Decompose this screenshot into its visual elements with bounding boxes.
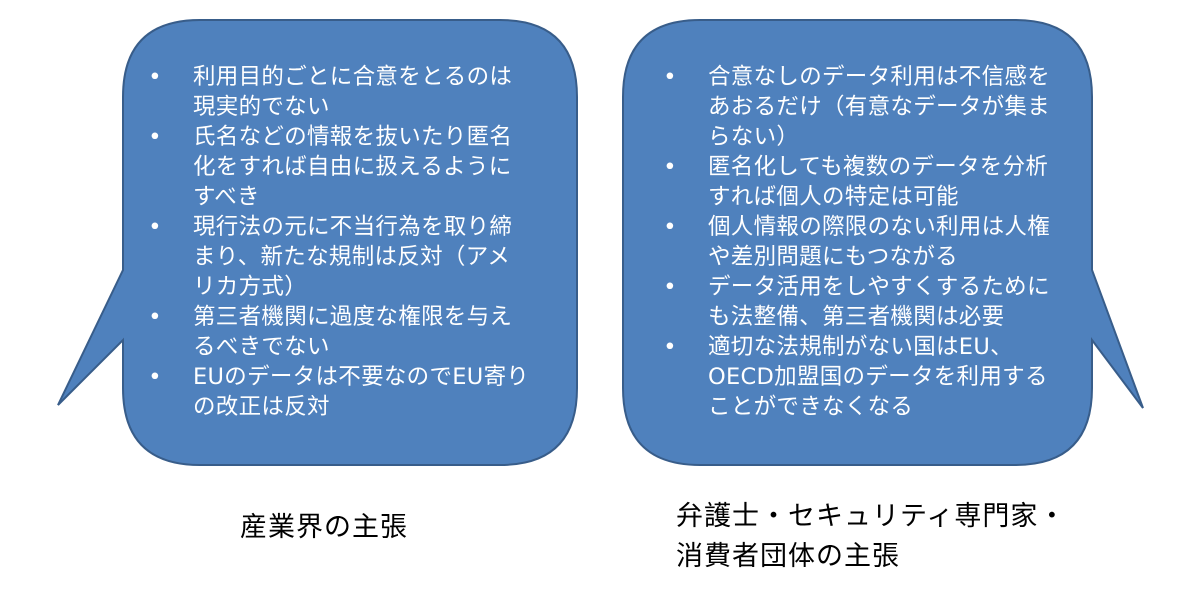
list-item: データ活用をしやすくするためにも法整備、第三者機関は必要 [660,272,1050,332]
industry-claims-list: 利用目的ごとに合意をとるのは現実的でない 氏名などの情報を抜いたり匿名化をすれば… [145,62,530,422]
advocates-caption: 弁護士・セキュリティ専門家・ 消費者団体の主張 [676,497,1066,577]
list-item: 現行法の元に不当行為を取り締まり、新たな規制は反対（アメリカ方式） [145,212,530,302]
advocates-caption-line-2: 消費者団体の主張 [676,541,900,572]
list-item: 氏名などの情報を抜いたり匿名化をすれば自由に扱えるようにすべき [145,122,530,212]
industry-caption: 産業界の主張 [240,512,408,543]
advocates-caption-line-1: 弁護士・セキュリティ専門家・ [676,501,1067,532]
list-item: 利用目的ごとに合意をとるのは現実的でない [145,62,530,122]
list-item: EUのデータは不要なのでEU寄りの改正は反対 [145,362,530,422]
list-item: 適切な法規制がない国はEU、OECD加盟国のデータを利用することができなくなる [660,332,1050,422]
list-item: 匿名化しても複数のデータを分析すれば個人の特定は可能 [660,152,1050,212]
list-item: 合意なしのデータ利用は不信感をあおるだけ（有意なデータが集まらない） [660,62,1050,152]
list-item: 第三者機関に過度な権限を与えるべきでない [145,302,530,362]
advocates-claims-list: 合意なしのデータ利用は不信感をあおるだけ（有意なデータが集まらない） 匿名化して… [660,62,1050,422]
list-item: 個人情報の際限のない利用は人権や差別問題にもつながる [660,212,1050,272]
